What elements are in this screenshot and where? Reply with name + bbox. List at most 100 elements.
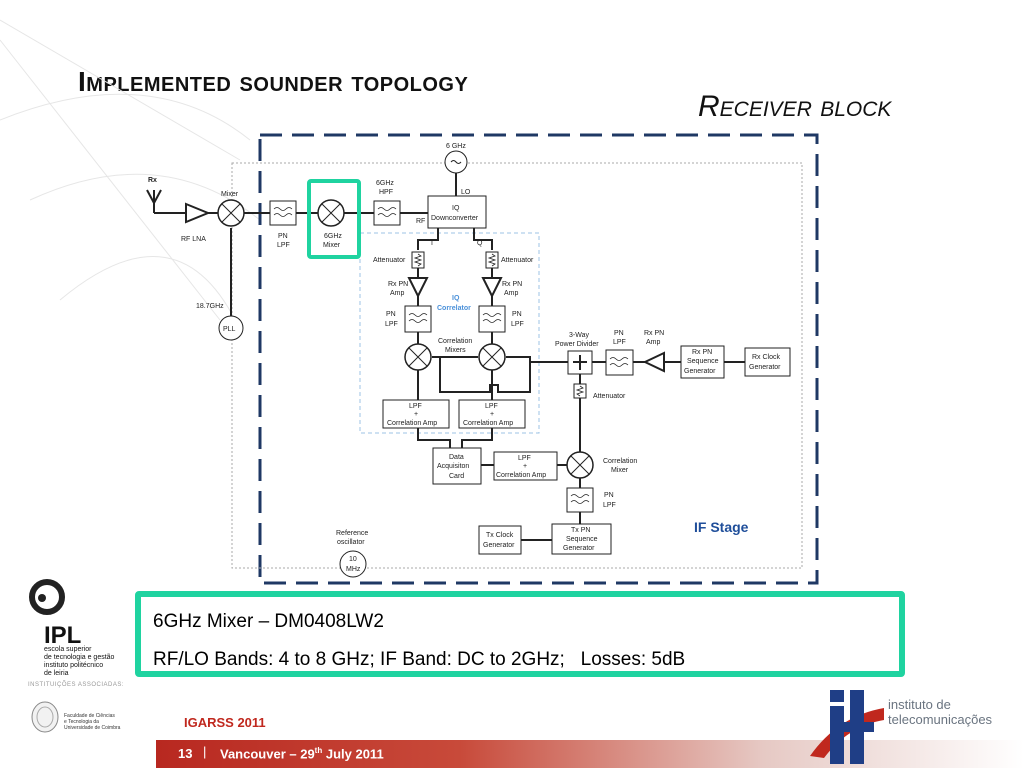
pn-lpf-tx-filter-icon — [566, 487, 594, 513]
lpf-corr-amp-q-block — [458, 399, 526, 429]
lpf-corr-amp-if-label-2: + — [523, 463, 527, 470]
attenuator-q-label: Attenuator — [501, 257, 534, 264]
conference-label: IGARSS 2011 — [184, 715, 266, 730]
ipl-subtitle: escola superior de tecnologia e gestão i… — [44, 646, 134, 678]
tx-clock-label-1: Tx Clock — [486, 532, 514, 539]
lpf-corr-amp-i-label-2: + — [414, 411, 418, 418]
lo-label: LO — [461, 189, 471, 196]
correlation-mixer-q-icon — [478, 343, 506, 371]
ipl-sub-line-3: instituto politécnico — [44, 662, 104, 669]
reference-10-label: 10 — [349, 556, 357, 563]
rx-pn-amp-tx-label-2: Amp — [646, 339, 661, 346]
it-name-line-2: telecomunicações — [888, 712, 993, 727]
iq-correlator-label-2: Correlator — [437, 305, 471, 312]
outer-dashed-border — [258, 133, 819, 585]
pn-lpf-i-filter-icon — [404, 305, 432, 333]
data-acquisition-card-block — [432, 447, 482, 485]
rx-pn-amp-q-label-2: Amp — [504, 290, 519, 297]
lpf-corr-amp-if-label-1: LPF — [518, 455, 531, 462]
lpf-corr-amp-i-block — [382, 399, 450, 429]
rx-antenna-icon — [146, 189, 162, 213]
place-suffix: July 2011 — [322, 746, 384, 762]
daq-label-2: Acquisiton — [437, 463, 469, 470]
daq-label-1: Data — [449, 454, 464, 461]
iq-correlator-label-1: IQ — [452, 295, 460, 302]
footer-band — [156, 740, 1024, 768]
rx-seq-label-1: Rx PN — [692, 349, 712, 356]
correlation-mixer-i-icon — [404, 343, 432, 371]
event-place-date: Vancouver – 29th July 2011 — [220, 746, 384, 761]
mixer-6ghz-label-2: Mixer — [323, 242, 341, 249]
power-divider-label-2: Power Divider — [555, 341, 599, 348]
mixer-bands-text: RF/LO Bands: 4 to 8 GHz; IF Band: DC to … — [153, 649, 686, 670]
tx-seq-label-1: Tx PN — [571, 527, 590, 534]
correlation-mixer-if-label-1: Correlation — [603, 458, 637, 465]
ipl-sub-line-4: de leiria — [44, 670, 69, 677]
pll-icon — [218, 315, 244, 341]
reference-mhz-label: MHz — [346, 566, 361, 573]
q-label: Q — [477, 240, 483, 247]
mixer-model-text: 6GHz Mixer – DM0408LW2 — [153, 611, 384, 632]
lpf-corr-amp-q-label-2: + — [490, 411, 494, 418]
place-superscript: th — [314, 746, 323, 755]
pn-lpf-1-label-lpf: LPF — [277, 242, 290, 249]
rx-clock-label-1: Rx Clock — [752, 354, 781, 361]
iq-correlator-box — [359, 232, 540, 434]
coimbra-line-2: e Tecnologia da — [64, 719, 99, 725]
rx-pn-amp-i-icon — [407, 277, 429, 299]
if-stage-label: IF Stage — [694, 519, 749, 535]
correlation-mixers-label-2: Mixers — [445, 347, 466, 354]
oscillator-6ghz-icon — [444, 150, 468, 174]
mixer-1-label: Mixer — [221, 191, 239, 198]
ipl-name: IPL — [44, 622, 82, 649]
pn-lpf-i-label-lpf: LPF — [385, 321, 398, 328]
rx-pn-amp-tx-icon — [642, 351, 665, 373]
rx-pn-sequence-generator-block — [680, 345, 725, 379]
rx-seq-label-3: Generator — [684, 368, 716, 375]
page-number: 13 — [178, 746, 193, 761]
power-divider-icon — [573, 355, 587, 370]
pn-lpf-rx-filter-icon — [605, 349, 634, 376]
rf-lna-icon — [185, 202, 211, 224]
pn-lpf-q-filter-icon — [478, 305, 506, 333]
it-name: instituto de telecomunicações — [888, 697, 992, 727]
tx-seq-label-3: Generator — [563, 545, 595, 552]
mixer-highlight-box — [307, 179, 361, 259]
tx-clock-generator-block — [478, 525, 522, 555]
ipl-sub-line-2: de tecnologia e gestão — [44, 654, 115, 661]
i-label: I — [431, 240, 433, 247]
lpf-corr-amp-if-label-3: Correlation Amp — [496, 472, 546, 479]
reference-oscillator-label-2: oscillator — [337, 539, 365, 546]
rx-clock-label-2: Generator — [749, 364, 781, 371]
hpf-label-1: 6GHz — [376, 180, 394, 187]
pn-lpf-tx-label-pn: PN — [604, 492, 614, 499]
associated-institutions-label: INSTITUIÇÕES ASSOCIADAS: — [28, 682, 125, 688]
correlation-mixer-if-label-2: Mixer — [611, 467, 629, 474]
pn-lpf-rx-label-pn: PN — [614, 330, 624, 337]
pn-lpf-i-label-pn: PN — [386, 311, 396, 318]
ipl-sub-line-1: escola superior — [44, 646, 92, 653]
power-divider-label-1: 3-Way — [569, 332, 589, 339]
pn-lpf-filter-icon — [269, 200, 297, 226]
attenuator-if-label: Attenuator — [593, 393, 626, 400]
slide-title: Implemented sounder topology — [78, 66, 469, 97]
mixer-6ghz-label-1: 6GHz — [324, 233, 342, 240]
correlation-mixer-if-icon — [566, 451, 594, 479]
footer-separator: | — [203, 744, 207, 759]
iq-downconverter-label-2: Downconverter — [431, 215, 479, 222]
attenuator-i-label: Attenuator — [373, 257, 406, 264]
it-logo-icon — [810, 690, 884, 764]
background-decoration — [0, 19, 261, 331]
rx-label: Rx — [148, 177, 157, 184]
hpf-filter-icon — [373, 200, 401, 226]
hpf-label-2: HPF — [379, 189, 393, 196]
tx-pn-sequence-generator-block — [551, 523, 612, 555]
mixer-6ghz-icon — [317, 199, 345, 227]
oscillator-6ghz-label: 6 GHz — [446, 143, 466, 150]
attenuator-if-icon — [573, 383, 587, 399]
iq-downconverter-label-1: IQ — [452, 205, 460, 212]
lpf-corr-amp-q-label-3: Correlation Amp — [463, 420, 513, 427]
pn-lpf-tx-label-lpf: LPF — [603, 502, 616, 509]
slide-subtitle: Receiver block — [698, 90, 892, 123]
rx-pn-amp-tx-label-1: Rx PN — [644, 330, 664, 337]
